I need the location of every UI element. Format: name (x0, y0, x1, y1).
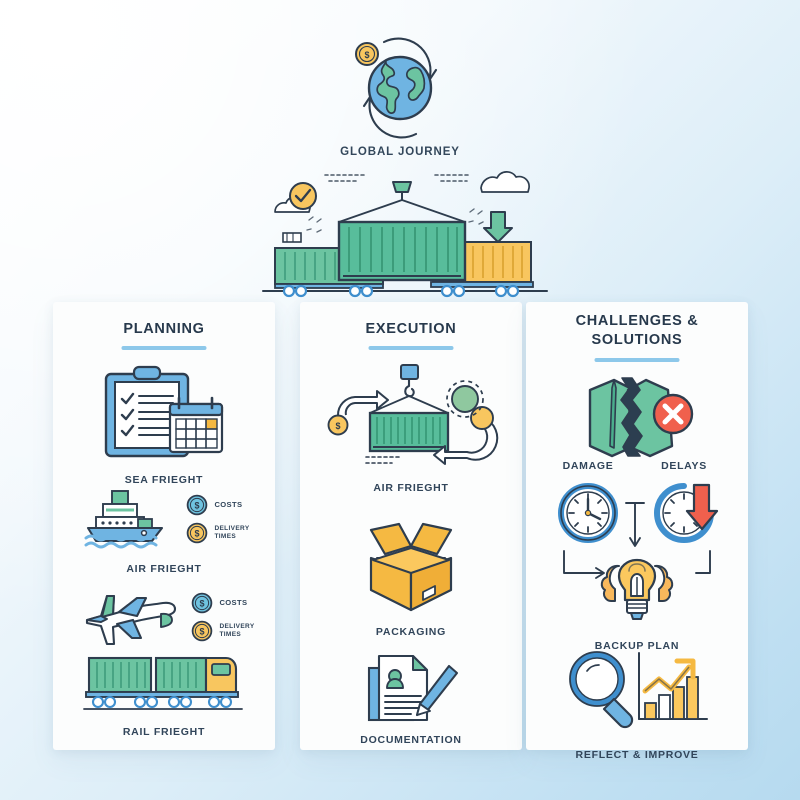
label-documentation: DOCUMENTATION (360, 734, 462, 746)
title-underline (594, 358, 680, 362)
svg-text:$: $ (335, 421, 340, 431)
badge-delivery-times: $ DELIVERY TIMES (186, 522, 249, 544)
column-title-line-2: SOLUTIONS (591, 332, 683, 348)
delayed-clock-icon (654, 483, 719, 543)
two-clocks-icon: DAMAGE DELAYS (526, 457, 748, 579)
column-card-challenges[interactable]: CHALLENGES & SOLUTIONS (526, 302, 748, 761)
sub-label-damage: DAMAGE (563, 460, 614, 472)
badge-line-2: TIMES (219, 631, 242, 638)
sea-freight-badges: $ COSTS $ DELIVERY (186, 494, 249, 544)
item-rail-freight[interactable]: RAIL FRIEGHT (53, 652, 275, 738)
arrow-down-icon (483, 211, 513, 243)
column-title-line-1: CHALLENGES & (575, 313, 699, 329)
item-air-freight[interactable]: $ COSTS $ DELIVERY (53, 584, 275, 650)
label-execution-air-freight: AIR FRIEGHT (373, 482, 449, 494)
item-sea-freight[interactable]: $ COSTS $ DELIVERY (53, 488, 275, 575)
dollar-coin-icon (327, 414, 349, 436)
sea-freight-row: $ COSTS $ DELIVERY (53, 488, 275, 550)
dollar-coin-yellow-icon: $ (187, 522, 208, 544)
crane-container-cycle-icon: $ (300, 364, 522, 474)
dollar-coin-blue-icon: $ (187, 494, 208, 516)
svg-text:$: $ (195, 529, 200, 539)
badge-label-delivery-times: DELIVERY TIMES (219, 623, 254, 638)
magnifier-growth-chart-icon (526, 647, 748, 733)
small-cargo-icon (282, 232, 302, 243)
label-rail-freight: RAIL FRIEGHT (122, 726, 206, 738)
air-freight-badges: $ COSTS $ DELIVERY (191, 592, 254, 642)
container-yard-illustration (255, 160, 555, 300)
column-title-planning: PLANNING (123, 321, 205, 337)
badge-line-2: TIMES (214, 533, 237, 540)
globe-cycle-icon: $ (355, 37, 438, 139)
motion-lines (365, 456, 401, 464)
badge-label-costs: COSTS (214, 499, 243, 509)
target-circle-icon (451, 385, 479, 413)
sparkle-left (306, 216, 322, 233)
badge-label-delivery-times: DELIVERY TIMES (214, 525, 249, 540)
column-title-execution: EXECUTION (365, 321, 457, 337)
title-underline (368, 346, 454, 350)
label-backup-plan: BACKUP PLAN (594, 640, 680, 652)
column-card-execution[interactable]: EXECUTION (300, 302, 522, 750)
item-planning-checklist[interactable]: SEA FRIEGHT (53, 362, 275, 486)
dollar-coin-blue-icon: $ (192, 592, 213, 614)
svg-text:$: $ (200, 599, 205, 609)
hero-section: $ GLOBAL JOURNEY (0, 0, 800, 300)
container-truck-icon (53, 652, 275, 714)
item-backup-plan[interactable]: BACKUP PLAN (526, 552, 748, 652)
hero-title: GLOBAL JOURNEY (340, 146, 460, 158)
arrow-down-icon (625, 502, 645, 547)
column-card-planning[interactable]: PLANNING (53, 302, 275, 750)
wheels (282, 284, 374, 298)
sparkle-right (468, 208, 484, 225)
check-circle-icon (289, 182, 317, 210)
column-title-challenges: CHALLENGES & SOLUTIONS (526, 312, 748, 350)
item-damage-box[interactable] (526, 374, 748, 458)
air-freight-row: $ COSTS $ DELIVERY (53, 584, 275, 650)
badge-delivery-times: $ DELIVERY TIMES (191, 620, 254, 642)
badge-costs: $ COSTS (191, 592, 254, 614)
item-reflect-improve[interactable]: REFLECT & IMPROVE (526, 647, 748, 761)
dollar-coin-icon: $ (355, 42, 379, 66)
label-packaging: PACKAGING (375, 626, 447, 638)
shipping-container-icon (337, 220, 467, 282)
svg-text:$: $ (195, 501, 200, 511)
item-clocks[interactable]: DAMAGE DELAYS (526, 457, 748, 579)
dollar-coin-yellow-icon: $ (192, 620, 213, 642)
wheels (91, 695, 233, 709)
global-journey-illustration: $ (330, 28, 470, 148)
label-reflect-improve: REFLECT & IMPROVE (575, 749, 699, 761)
clock-icon (558, 483, 618, 543)
status-dot-icon (470, 406, 494, 430)
svg-text:$: $ (364, 50, 369, 60)
cloud-icon (480, 171, 530, 193)
motion-lines (324, 174, 472, 182)
svg-text:$: $ (200, 627, 205, 637)
broken-box-error-icon (526, 374, 748, 458)
document-pen-icon (300, 654, 522, 722)
badge-line-1: DELIVERY (219, 623, 255, 631)
item-execution-container[interactable]: $ AIR FRIEGHT (300, 364, 522, 494)
cargo-ship-icon (84, 490, 164, 549)
airplane-icon (86, 594, 177, 646)
sub-label-delays: DELAYS (661, 460, 707, 472)
title-underline (121, 346, 207, 350)
open-box-icon (300, 520, 522, 616)
item-documentation[interactable]: DOCUMENTATION (300, 654, 522, 746)
badge-costs: $ COSTS (186, 494, 249, 516)
brain-lightbulb-icon (526, 552, 748, 630)
item-packaging[interactable]: PACKAGING (300, 520, 522, 638)
clipboard-calendar-icon (53, 362, 275, 462)
badge-label-costs: COSTS (219, 597, 248, 607)
crane-hook-icon (338, 181, 466, 223)
badge-line-1: DELIVERY (214, 525, 250, 533)
label-air-freight: AIR FRIEGHT (126, 563, 202, 575)
label-sea-freight: SEA FRIEGHT (124, 474, 204, 486)
wheels (440, 284, 520, 298)
connector-lines (563, 550, 711, 579)
